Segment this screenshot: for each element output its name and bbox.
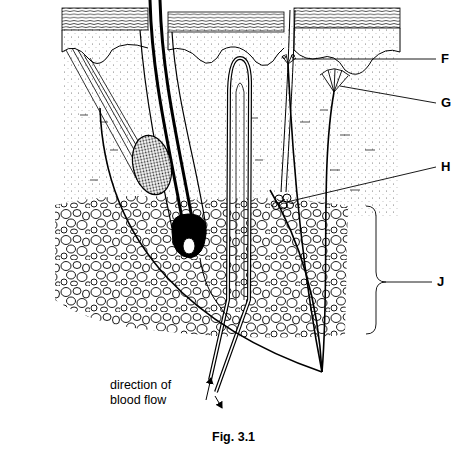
note-text: direction of blood flow xyxy=(110,378,202,408)
nerve-ending xyxy=(282,54,350,92)
part-label: H xyxy=(441,159,450,174)
part-label: J xyxy=(437,274,444,289)
figure-caption: Fig. 3.1 xyxy=(212,430,255,444)
blood-vessel xyxy=(210,58,250,392)
part-label: F xyxy=(441,51,449,66)
sweat-gland xyxy=(273,10,296,210)
part-label: G xyxy=(441,95,451,110)
hair-follicle xyxy=(140,0,206,258)
nerve xyxy=(100,64,334,372)
sebaceous-gland xyxy=(127,132,177,199)
leader-line xyxy=(291,59,436,334)
flow-arrow xyxy=(206,378,222,408)
